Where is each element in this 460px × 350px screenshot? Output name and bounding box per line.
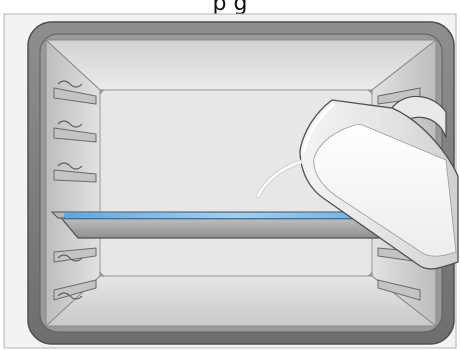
top-wall xyxy=(46,40,436,90)
